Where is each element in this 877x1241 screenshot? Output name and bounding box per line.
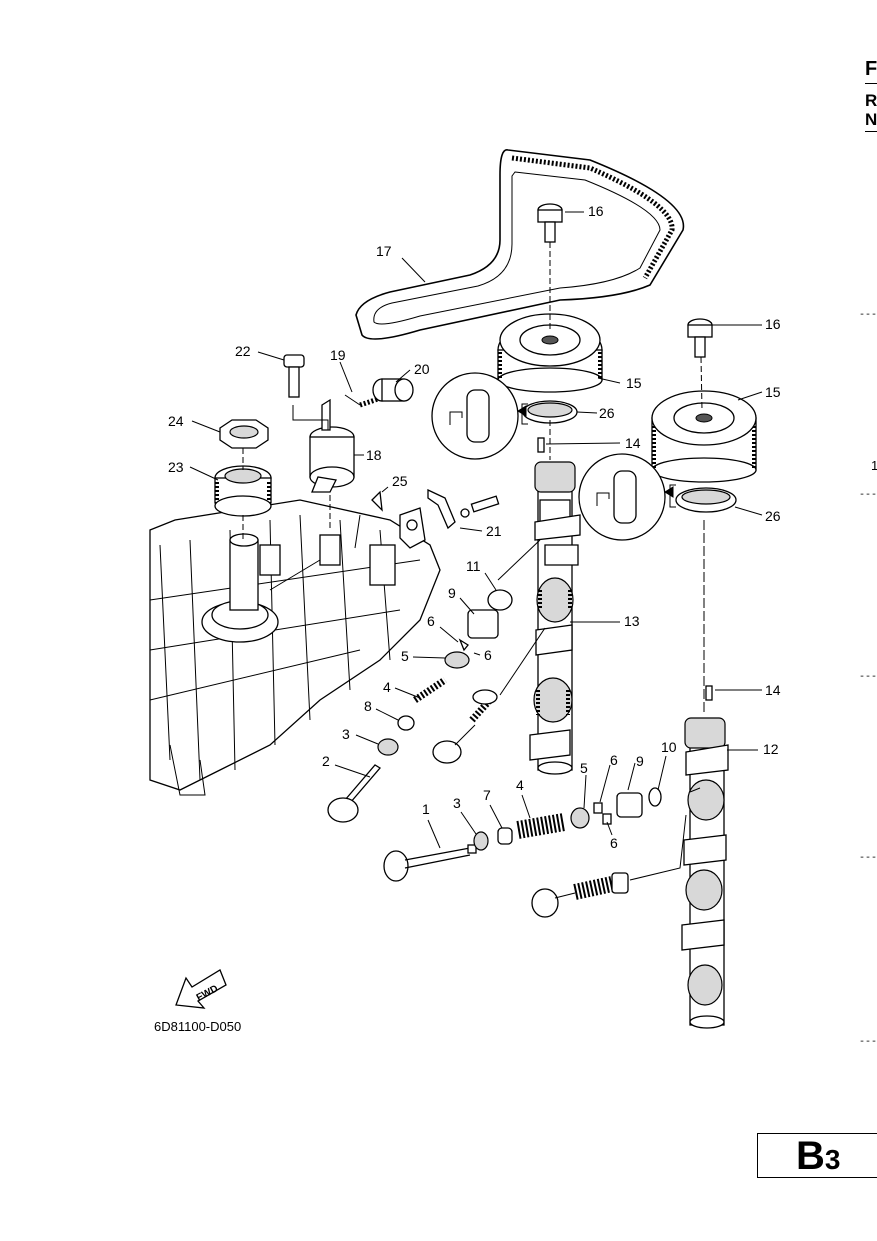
- spring-seat-bottom: [473, 831, 489, 851]
- valve-lifter-bottom: [616, 792, 643, 818]
- spring-retainer-bottom: [570, 807, 590, 829]
- belt-tensioner: [309, 398, 355, 493]
- callout-7: 7: [483, 787, 491, 803]
- header-fragment-rule-2: [865, 131, 877, 132]
- margin-tick: ---: [858, 490, 877, 501]
- oil-seal-left: [522, 400, 578, 424]
- camshaft-intake-left: [529, 461, 581, 775]
- adjust-pad-bottom: [648, 787, 662, 807]
- margin-tick: ---: [858, 853, 877, 864]
- valve-assembly-bottom: [531, 872, 629, 918]
- callout-5: 5: [401, 648, 409, 664]
- dowel-pin-right: [705, 685, 713, 701]
- spring-retainer-left: [444, 651, 470, 669]
- callout-4: 4: [383, 679, 391, 695]
- callout-6: 6: [427, 613, 435, 629]
- callout-numbers: 16 17 16 22 19 20 15 15 24 26 14 18 23 2…: [168, 203, 781, 851]
- margin-tick: ---: [858, 1037, 877, 1048]
- section-letter: B: [796, 1134, 825, 1178]
- section-label: B3: [796, 1134, 840, 1182]
- callout-21: 21: [486, 523, 502, 539]
- callout-3-b: 3: [453, 795, 461, 811]
- callout-6-d: 6: [610, 835, 618, 851]
- callout-20: 20: [414, 361, 430, 377]
- callout-13: 13: [624, 613, 640, 629]
- callout-18: 18: [366, 447, 382, 463]
- drawing-code: 6D81100-D050: [154, 1019, 242, 1034]
- drive-pulley: [214, 465, 272, 517]
- callout-6-b: 6: [484, 647, 492, 663]
- woodruff-key: [371, 490, 383, 512]
- tensioner-bolt: [283, 354, 329, 430]
- sprocket-bolt-right: [687, 318, 713, 358]
- header-fragment-letter-f: F: [865, 58, 877, 80]
- tensioner-bush: [372, 378, 414, 402]
- margin-tick: ---: [858, 310, 877, 321]
- callout-26-right: 26: [765, 508, 781, 524]
- callout-22: 22: [235, 343, 251, 359]
- callout-4-b: 4: [516, 777, 524, 793]
- margin-tick: ---: [858, 672, 877, 683]
- callout-23: 23: [168, 459, 184, 475]
- valve-seal-bottom: [497, 827, 513, 845]
- callout-11: 11: [466, 558, 481, 574]
- pulley-nut: [219, 419, 269, 449]
- sprocket-bolt-upper: [537, 203, 563, 243]
- camshaft-sprocket-left: [497, 313, 603, 393]
- pulser-bracket: [399, 488, 500, 549]
- callout-2: 2: [322, 753, 330, 769]
- spring-seat-left: [377, 738, 399, 756]
- callout-19: 19: [330, 347, 346, 363]
- leader-lines: [189, 211, 763, 881]
- header-fragment-rule: [865, 83, 877, 84]
- callout-6-c: 6: [610, 752, 618, 768]
- callout-12: 12: [763, 741, 779, 757]
- header-fragment-letter-n: N: [865, 110, 877, 129]
- callout-16: 16: [588, 203, 604, 219]
- callout-14: 14: [625, 435, 641, 451]
- callout-25: 25: [392, 473, 408, 489]
- valve-spring-bottom: [516, 813, 566, 839]
- callout-14-right: 14: [765, 682, 781, 698]
- callout-26: 26: [599, 405, 615, 421]
- valve-assembly-installed: [432, 689, 498, 764]
- exhaust-valve-left: [327, 764, 381, 823]
- callout-15-right: 15: [765, 384, 781, 400]
- section-number: 3: [824, 1144, 841, 1175]
- callout-16-right: 16: [765, 316, 781, 332]
- callout-8: 8: [364, 698, 372, 714]
- forward-direction-arrow: FWD: [175, 969, 227, 1009]
- cotter-bottom-upper: [593, 802, 603, 814]
- callout-15: 15: [626, 375, 642, 391]
- callout-17: 17: [376, 243, 392, 259]
- adjust-pad-left: [487, 589, 513, 611]
- header-fragment-letter-r: R: [865, 91, 877, 110]
- valve-cotter-left: [458, 638, 469, 652]
- dowel-pin-left: [537, 437, 545, 453]
- intake-valve: [383, 844, 477, 882]
- oil-seal-right: [675, 487, 737, 513]
- timing-belt: [355, 149, 685, 340]
- crankshaft-end: [229, 533, 259, 611]
- camshaft-sprocket-right: [651, 390, 757, 483]
- seal-detail-circle-right: [578, 453, 676, 541]
- valve-spring-left: [413, 677, 447, 703]
- callout-5-b: 5: [580, 760, 588, 776]
- cylinder-head-block: [149, 499, 441, 796]
- callout-1: 1: [422, 801, 430, 817]
- callout-3: 3: [342, 726, 350, 742]
- valve-lifter-left: [467, 609, 499, 639]
- valve-stem-seal: [397, 715, 415, 731]
- section-label-box: B3: [757, 1133, 877, 1178]
- callout-9: 9: [448, 585, 456, 601]
- camshaft-exhaust-right: [681, 717, 729, 1029]
- cotter-bottom-lower: [602, 813, 612, 825]
- seal-detail-circle-left: [431, 372, 528, 460]
- callout-24: 24: [168, 413, 184, 429]
- side-fragment-digit: 1: [871, 458, 877, 473]
- callout-10: 10: [661, 739, 677, 755]
- callout-9-b: 9: [636, 753, 644, 769]
